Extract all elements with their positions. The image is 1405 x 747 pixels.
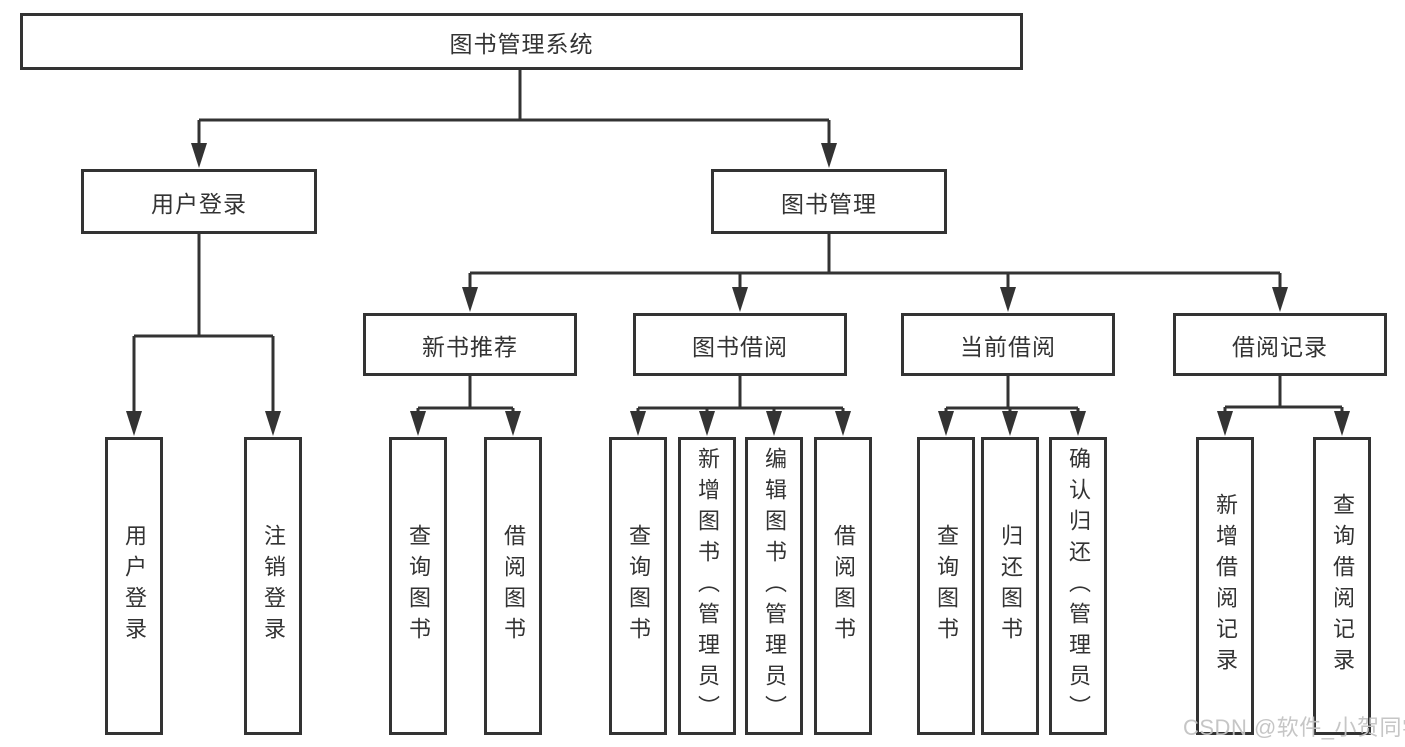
node-book-management: 图书管理 [711, 169, 947, 234]
leaf-return-books: 归还图书 [981, 437, 1039, 735]
leaf-query-books-recommend: 查询图书 [389, 437, 447, 735]
leaf-add-borrowing-record: 新增借阅记录 [1196, 437, 1254, 735]
leaf-add-books-admin: 新增图书（管理员） [678, 437, 736, 735]
leaf-query-borrowing-record: 查询借阅记录 [1313, 437, 1371, 735]
node-library-management-system: 图书管理系统 [20, 13, 1023, 70]
node-book-borrowing: 图书借阅 [633, 313, 847, 376]
watermark-text: CSDN @软件_小贺同学 [1183, 715, 1405, 740]
leaf-query-books-current: 查询图书 [917, 437, 975, 735]
node-current-borrowing: 当前借阅 [901, 313, 1115, 376]
leaf-borrow-books: 借阅图书 [814, 437, 872, 735]
leaf-user-login-action: 用户登录 [105, 437, 163, 735]
node-borrowing-records: 借阅记录 [1173, 313, 1387, 376]
node-new-book-recommend: 新书推荐 [363, 313, 577, 376]
leaf-query-books-borrowing: 查询图书 [609, 437, 667, 735]
leaf-borrow-books-recommend: 借阅图书 [484, 437, 542, 735]
leaf-edit-books-admin: 编辑图书（管理员） [745, 437, 803, 735]
node-user-login: 用户登录 [81, 169, 317, 234]
leaf-logout-action: 注销登录 [244, 437, 302, 735]
leaf-confirm-return-admin: 确认归还（管理员） [1049, 437, 1107, 735]
